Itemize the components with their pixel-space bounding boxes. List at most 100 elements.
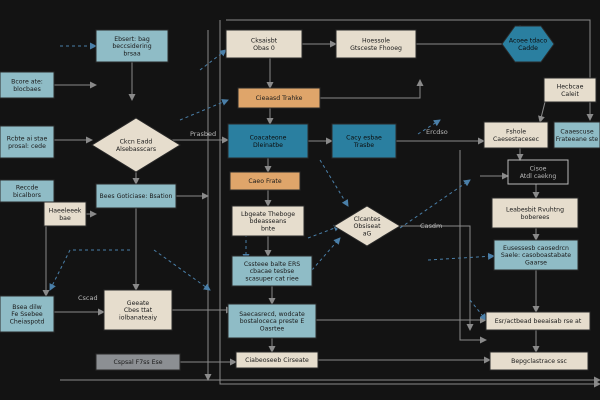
process-box xyxy=(485,311,591,331)
process-box xyxy=(103,289,173,331)
flow-node-n10[interactable]: Cspsal F7ss Ese xyxy=(95,353,181,371)
node-label: Rcbte ai stae xyxy=(7,135,48,142)
node-label: scasuper cat riee xyxy=(245,276,298,283)
flow-node-n7[interactable]: Bees Goticiase: Bsation xyxy=(95,183,177,209)
node-label: brsaa xyxy=(123,51,140,58)
node-label: Trasbe xyxy=(353,142,374,149)
node-label: Atdl caekng xyxy=(520,173,557,180)
node-label: Fshole xyxy=(506,128,526,135)
node-label: cbacae tesbse xyxy=(250,268,295,275)
dashed-connector xyxy=(311,237,341,271)
node-label: blocbaes xyxy=(13,86,41,93)
process-box xyxy=(507,159,569,185)
node-label: Cssteee balte ERS xyxy=(244,261,300,268)
edge-annotation: Prasbed xyxy=(190,130,216,138)
edge-annotation: Cscad xyxy=(78,294,98,302)
node-label: Cheiaspotd xyxy=(10,319,45,326)
process-box xyxy=(0,71,55,99)
node-label: Obsiseat xyxy=(354,223,382,230)
flow-node-n29[interactable]: Esr/actbead beeaisab rse at xyxy=(485,311,591,331)
flow-node-n18[interactable]: Ciabeoseeb Cirseate xyxy=(235,351,319,369)
flow-connector xyxy=(219,20,600,388)
node-label: Ebsert: bag xyxy=(114,36,150,43)
process-box xyxy=(235,351,319,369)
flow-connector xyxy=(459,150,487,344)
node-label: Obas 0 xyxy=(253,45,275,52)
dashed-connector xyxy=(199,49,227,71)
node-label: Bees Goticiase: Bsation xyxy=(100,193,173,200)
node-label: bostaloceca preste E xyxy=(240,318,305,325)
process-box xyxy=(95,353,181,371)
terminator-hexagon xyxy=(501,25,555,63)
node-label: Lbgeate Theboge xyxy=(241,211,295,218)
node-label: Caleit xyxy=(561,91,579,98)
node-label: Cspsal F7ss Ese xyxy=(113,359,162,366)
flow-node-n14[interactable]: Caeo Frate xyxy=(229,171,301,191)
edge-annotation: Casdm xyxy=(420,222,442,230)
node-label: Alsebasscars xyxy=(116,146,156,153)
process-box xyxy=(335,29,417,59)
node-label: Caaescuse xyxy=(560,128,593,135)
dashed-connector xyxy=(399,179,471,229)
dashed-connector xyxy=(417,119,441,135)
node-label: Cieaasd Trahke xyxy=(256,95,303,102)
flow-node-n2[interactable]: Bcore ate:blocbaes xyxy=(0,71,55,99)
dashed-connector xyxy=(319,159,349,207)
node-label: Acoee tdaco xyxy=(509,37,547,44)
node-label: Dleinatbe xyxy=(253,142,283,149)
flow-connector xyxy=(400,225,474,331)
process-box xyxy=(0,125,55,159)
process-box xyxy=(231,205,305,237)
process-box xyxy=(0,295,55,333)
process-box xyxy=(95,29,169,63)
node-label: Bsea dilw xyxy=(12,304,41,311)
dashed-connector xyxy=(307,224,341,239)
process-box xyxy=(43,201,87,227)
node-label: Cbes ttat xyxy=(124,307,153,314)
decision-diamond xyxy=(91,117,181,173)
node-label: Caesestacesec xyxy=(493,136,540,143)
process-box xyxy=(543,77,597,103)
process-box xyxy=(231,255,313,287)
node-label: Cksaisbt xyxy=(251,37,278,44)
node-label: Clcantes xyxy=(354,216,381,223)
flow-node-n30[interactable]: Bepgclastrace ssc xyxy=(489,351,589,371)
process-box xyxy=(95,183,177,209)
node-label: Haeeleeek xyxy=(49,207,82,214)
process-box xyxy=(225,29,303,59)
node-label: bdeasseans xyxy=(250,218,287,225)
flow-node-n12[interactable]: Cieaasd Trahke xyxy=(237,87,321,109)
node-label: Gtsceste Fhooeg xyxy=(350,45,402,52)
node-label: Eusessesb caosedrcn xyxy=(503,245,569,252)
process-box xyxy=(489,351,589,371)
process-box xyxy=(237,87,321,109)
node-label: Gaarse xyxy=(525,260,547,267)
dashed-connector xyxy=(469,299,487,321)
